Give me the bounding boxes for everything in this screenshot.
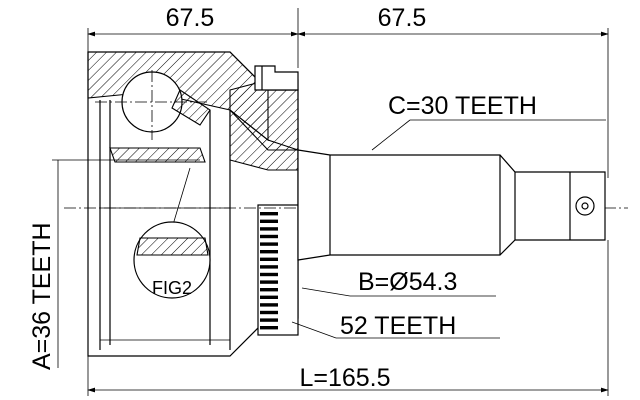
fig2-label: FIG2 — [152, 278, 192, 298]
abs-tooth — [260, 310, 278, 315]
abs-tooth — [260, 219, 278, 223]
abs-tooth — [260, 227, 278, 231]
abs-tooth — [260, 326, 278, 330]
outer-spline-callout: A=36 TEETH — [28, 159, 200, 370]
dimension-left-label: 67.5 — [166, 4, 215, 32]
dimension-right-label: 67.5 — [378, 4, 427, 32]
abs-tooth — [260, 280, 278, 284]
overall-length-label: L=165.5 — [299, 364, 390, 392]
abs-diameter-callout: B=Ø54.3 — [301, 268, 496, 297]
abs-tooth — [260, 234, 278, 239]
abs-tooth — [260, 303, 278, 307]
abs-teeth-callout: 52 TEETH — [291, 312, 500, 340]
abs-ring — [257, 204, 299, 336]
abs-tooth — [260, 318, 278, 322]
top-dimension-right: 67.5 — [297, 4, 609, 178]
abs-tooth — [260, 212, 278, 216]
abs-tooth — [260, 295, 278, 299]
abs-tooth — [260, 250, 278, 254]
fig2-detail: FIG2 — [133, 167, 211, 299]
abs-teeth-label: 52 TEETH — [340, 312, 456, 340]
outer-spline-label: A=36 TEETH — [28, 222, 56, 370]
shaft-spline-callout: C=30 TEETH — [371, 92, 606, 151]
top-dimension-left: 67.5 — [87, 4, 299, 68]
abs-tooth — [260, 265, 278, 269]
output-shaft — [297, 149, 606, 261]
ball-cage — [95, 70, 211, 163]
abs-tooth — [260, 242, 278, 246]
shaft-spline-label: C=30 TEETH — [388, 92, 537, 120]
flange — [254, 65, 299, 91]
abs-tooth — [260, 272, 278, 277]
abs-tooth — [260, 257, 278, 261]
abs-diameter-label: B=Ø54.3 — [358, 268, 457, 296]
overall-length-dimension: L=165.5 — [87, 240, 609, 396]
abs-tooth — [260, 288, 278, 292]
